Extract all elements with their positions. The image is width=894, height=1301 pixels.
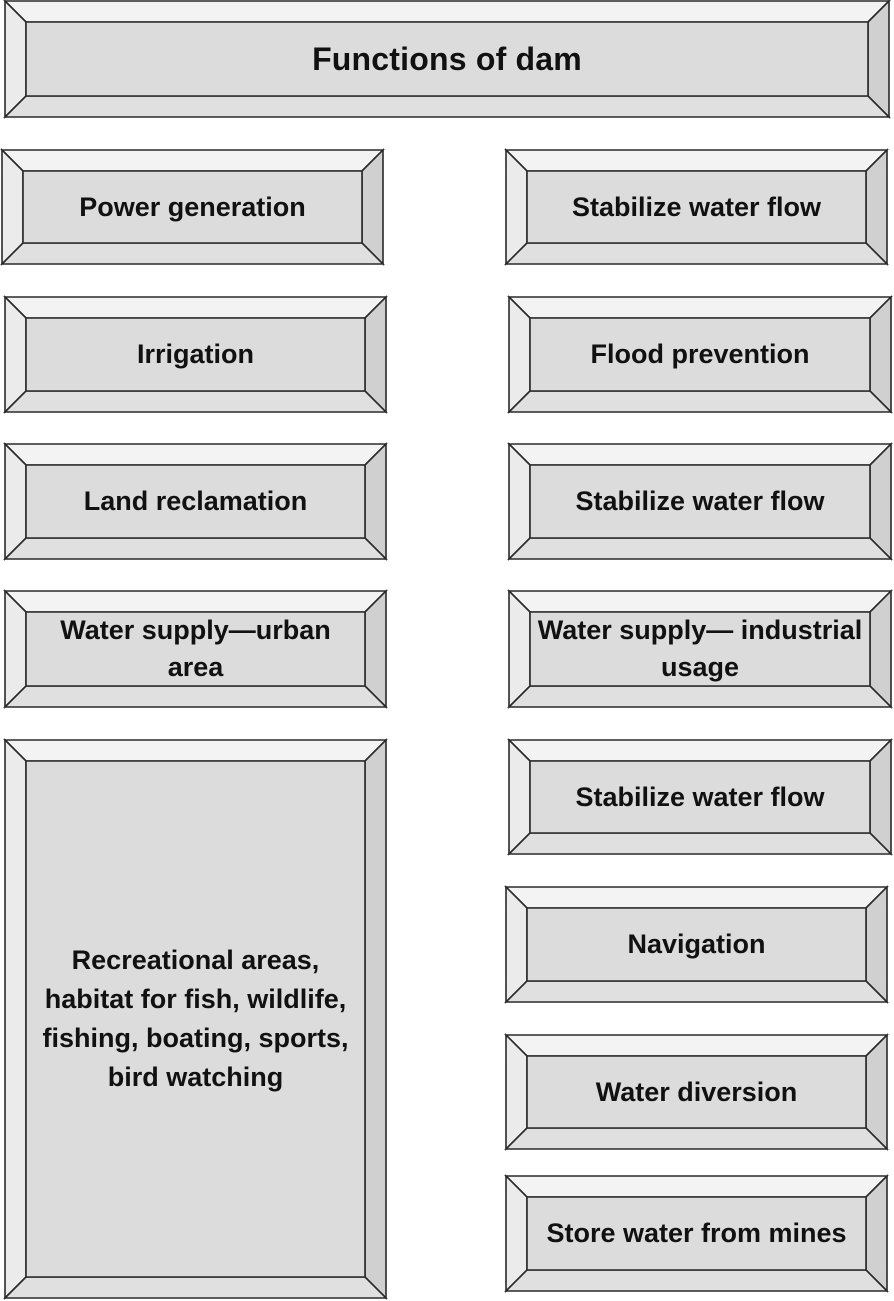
bevel-right (364, 738, 387, 1300)
bevel-bottom (504, 1127, 889, 1150)
box-face (25, 317, 366, 392)
bevel-top (3, 296, 388, 319)
box-frame (3, 738, 388, 1300)
right-box-water-diversion: Water diversion (504, 1033, 889, 1151)
box-label: Recreational areas, habitat for fish, wi… (42, 945, 349, 1092)
bevel-bottom (3, 390, 388, 413)
right-box-store-water-from-mines: Store water from mines (504, 1174, 889, 1293)
bevel-bottom (504, 242, 889, 265)
bevel-bottom (3, 685, 388, 708)
bevel-top (3, 0, 891, 23)
box-label: Flood prevention (590, 339, 810, 369)
box-frame (0, 148, 385, 266)
right-box-stabilize-water-flow-3: Stabilize water flow (507, 738, 893, 856)
bevel-bottom (507, 685, 893, 708)
box-face (25, 21, 869, 97)
bevel-top (507, 590, 893, 613)
right-box-stabilize-water-flow-2: Stabilize water flow (507, 442, 893, 561)
box-face (25, 611, 366, 687)
box-label: Water supply—urban area (60, 615, 331, 682)
left-box-power-generation: Power generation (0, 148, 385, 266)
box-label: Land reclamation (83, 486, 308, 516)
box-face (529, 611, 871, 687)
bevel-bottom (507, 537, 893, 560)
bevel-top (3, 590, 388, 613)
bevel-bottom (507, 832, 893, 855)
box-frame (507, 738, 893, 856)
box-face (526, 907, 867, 982)
box-label: Store water from mines (546, 1218, 847, 1248)
bevel-top (504, 149, 889, 172)
bevel-top (504, 886, 889, 909)
box-frame (504, 885, 889, 1004)
box-frame (3, 589, 388, 709)
box-frame (3, 0, 891, 119)
box-label: Stabilize water flow (575, 781, 825, 812)
box-face (25, 464, 366, 539)
right-box-flood-prevention: Flood prevention (507, 295, 893, 414)
right-box-stabilize-water-flow-1: Stabilize water flow (504, 148, 889, 266)
bevel-bottom (3, 95, 891, 118)
box-label: Navigation (627, 929, 766, 959)
box-face (526, 170, 867, 244)
box-frame (504, 1033, 889, 1151)
box-face (529, 317, 871, 392)
box-label: Water supply— industrial usage (537, 615, 863, 682)
box-frame (3, 295, 388, 414)
bevel-bottom (504, 980, 889, 1003)
bevel-bottom (504, 1269, 889, 1292)
box-face (529, 760, 871, 834)
bevel-top (0, 149, 385, 172)
right-box-navigation: Navigation (504, 885, 889, 1004)
bevel-bottom (507, 390, 893, 413)
title-box: Functions of dam (3, 0, 891, 119)
bevel-top (504, 1034, 889, 1057)
bevel-top (3, 739, 388, 762)
bevel-left (4, 738, 27, 1300)
box-label: Stabilize water flow (575, 486, 825, 516)
bevel-bottom (3, 1276, 388, 1299)
bevel-top (507, 296, 893, 319)
left-box-recreational-areas: Recreational areas, habitat for fish, wi… (3, 738, 388, 1300)
box-frame (504, 1174, 889, 1293)
bevel-bottom (0, 242, 385, 265)
left-box-water-supply-urban: Water supply—urban area (3, 589, 388, 709)
diagram-title: Functions of dam (312, 40, 582, 77)
box-label: Water diversion (595, 1076, 798, 1107)
bevel-top (504, 1175, 889, 1198)
box-face (526, 1055, 867, 1129)
box-face (22, 170, 363, 244)
left-box-land-reclamation: Land reclamation (3, 442, 388, 561)
box-face (526, 1196, 867, 1271)
right-box-water-supply-industrial: Water supply— industrial usage (507, 589, 893, 709)
box-label: Stabilize water flow (571, 191, 822, 222)
box-frame (507, 589, 893, 709)
bevel-top (507, 443, 893, 466)
box-frame (504, 148, 889, 266)
box-frame (507, 295, 893, 414)
bevel-top (507, 739, 893, 762)
left-box-irrigation: Irrigation (3, 295, 388, 414)
box-frame (507, 442, 893, 561)
bevel-bottom (3, 537, 388, 560)
box-label: Irrigation (136, 339, 254, 369)
box-face (529, 464, 871, 539)
box-frame (3, 442, 388, 561)
box-face (25, 760, 366, 1278)
bevel-top (3, 443, 388, 466)
box-label: Power generation (79, 191, 306, 222)
